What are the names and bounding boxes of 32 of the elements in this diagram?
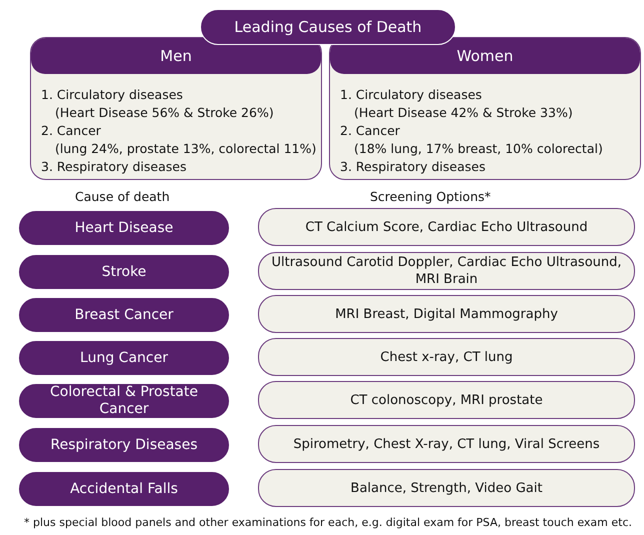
screening-pill: CT colonoscopy, MRI prostate [258, 381, 635, 419]
category-card [30, 37, 322, 180]
card-header: Men [31, 38, 321, 74]
list-item: 2. Cancer [340, 122, 400, 140]
footnote: * plus special blood panels and other examinations for each, e.g. digital exam for PSA, breast touch exam etc. [24, 516, 632, 529]
list-item: (Heart Disease 42% & Stroke 33%) [354, 104, 573, 122]
cause-pill: Breast Cancer [18, 297, 230, 333]
list-item: 1. Circulatory diseases [41, 86, 183, 104]
cause-pill: Colorectal & Prostate Cancer [18, 383, 230, 419]
screening-pill: Balance, Strength, Video Gait [258, 469, 635, 507]
list-item: (lung 24%, prostate 13%, colorectal 11%) [55, 140, 316, 158]
cause-pill: Heart Disease [18, 210, 230, 246]
screening-pill: Ultrasound Carotid Doppler, Cardiac Echo Ultrasound, MRI Brain [258, 252, 635, 290]
screening-pill: CT Calcium Score, Cardiac Echo Ultrasound [258, 208, 635, 246]
screening-pill: MRI Breast, Digital Mammography [258, 295, 635, 333]
card-header: Women [330, 38, 640, 74]
list-item: 3. Respiratory diseases [41, 158, 186, 176]
cause-pill: Stroke [18, 254, 230, 290]
title-pill: Leading Causes of Death [200, 9, 456, 45]
screening-pill: Chest x-ray, CT lung [258, 338, 635, 376]
cause-pill: Respiratory Diseases [18, 427, 230, 463]
list-item: 2. Cancer [41, 122, 101, 140]
column-heading: Cause of death [75, 189, 170, 204]
list-item: 1. Circulatory diseases [340, 86, 482, 104]
list-item: (Heart Disease 56% & Stroke 26%) [55, 104, 274, 122]
cause-pill: Lung Cancer [18, 340, 230, 376]
list-item: 3. Respiratory diseases [340, 158, 486, 176]
category-card [329, 37, 641, 180]
cause-pill: Accidental Falls [18, 471, 230, 507]
list-item: (18% lung, 17% breast, 10% colorectal) [354, 140, 603, 158]
screening-pill: Spirometry, Chest X-ray, CT lung, Viral Screens [258, 425, 635, 463]
column-heading: Screening Options* [370, 189, 491, 204]
